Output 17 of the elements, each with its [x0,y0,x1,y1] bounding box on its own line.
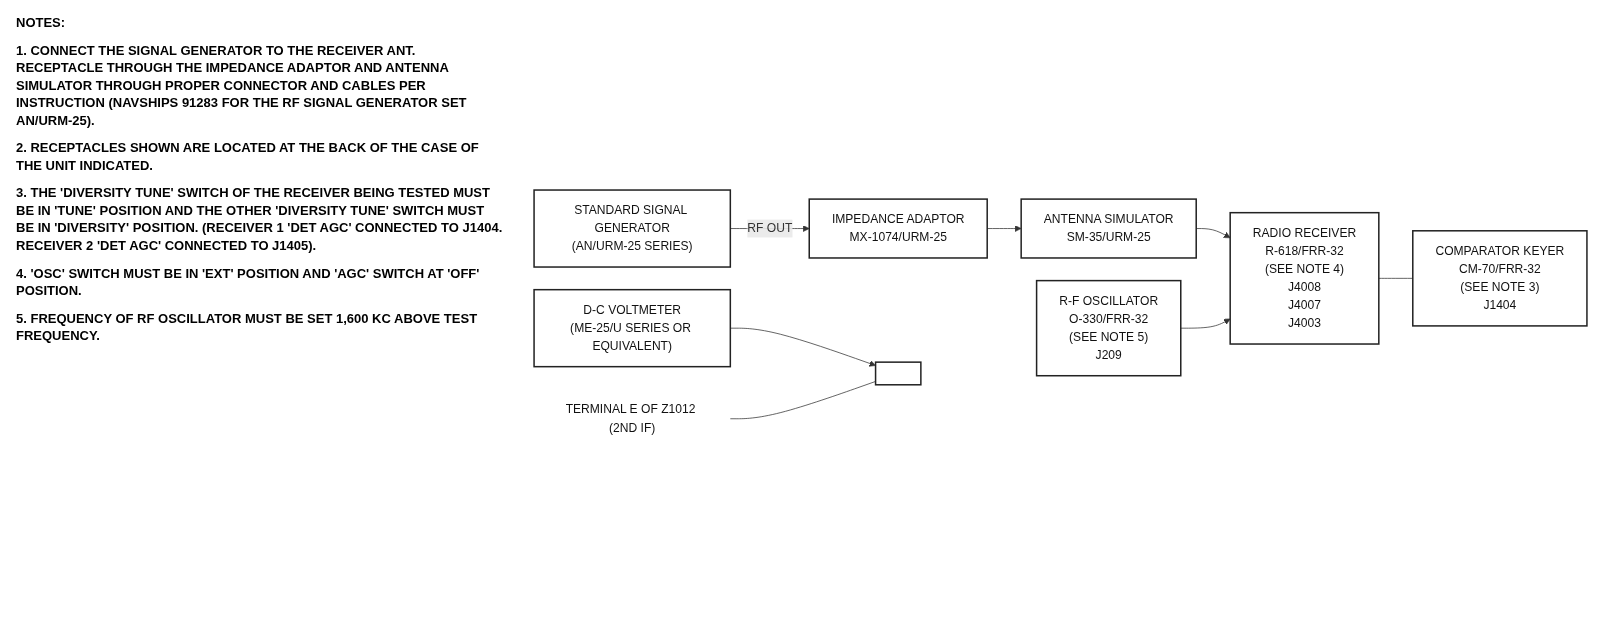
edge-label: RF OUT [747,221,793,235]
node-box: R-F OSCILLATOR O-330/FRR-32 (SEE NOTE 5) J209 [1035,279,1182,377]
note-text: 4. 'OSC' SWITCH MUST BE IN 'EXT' POSITION AND 'AGC' SWITCH AT 'OFF' POSITION. [16,264,481,300]
node-box: IMPEDANCE ADAPTOR MX-1074/URM-25 [808,198,988,259]
node-box: ANTENNA SIMULATOR SM-35/URM-25 [1020,198,1197,259]
node-box [874,361,922,386]
connector [729,380,876,419]
node-box: RADIO RECEIVER R-618/FRR-32 (SEE NOTE 4) J4008 J4007 J4003 [1229,211,1380,345]
note-text: 5. FREQUENCY OF RF OSCILLATOR MUST BE SET 1,600 KC ABOVE TEST FREQUENCY. [16,309,479,345]
node-box: STANDARD SIGNAL GENERATOR (AN/URM-25 SERIES) [533,189,732,268]
node-box: D-C VOLTMETER (ME-25/U SERIES OR EQUIVALENT) [533,288,732,368]
note-text: NOTES: [16,14,67,32]
node-box: COMPARATOR KEYER CM-70/FRR-32 (SEE NOTE 3) J1404 [1412,229,1588,327]
note-text: 1. CONNECT THE SIGNAL GENERATOR TO THE RECEIVER ANT. RECEPTACLE THROUGH THE IMPEDANCE ADAPTOR AND ANTENNA SIMULATOR THROUGH PROPER CONNECTOR AND CABLES PER INSTRUCTION (NAVSHIPS 91283 FOR THE RF SIGNAL GENERATOR SET AN/URM-25). [16,41,468,130]
note-text: 2. RECEPTACLES SHOWN ARE LOCATED AT THE BACK OF THE CASE OF THE UNIT INDICATED. [16,139,480,175]
note-text: 3. THE 'DIVERSITY TUNE' SWITCH OF THE RECEIVER BEING TESTED MUST BE IN 'TUNE' POSITION AND THE OTHER 'DIVERSITY TUNE' SWITCH MUST BE IN 'DIVERSITY' POSITION. (RECEIVER 1 'DET AGC' CONNECTED TO J1404. RECEIVER 2 'DET AGC' CONNECTED TO J1405). [16,184,504,255]
node-text: TERMINAL E OF Z1012 (2ND IF) [565,402,696,434]
